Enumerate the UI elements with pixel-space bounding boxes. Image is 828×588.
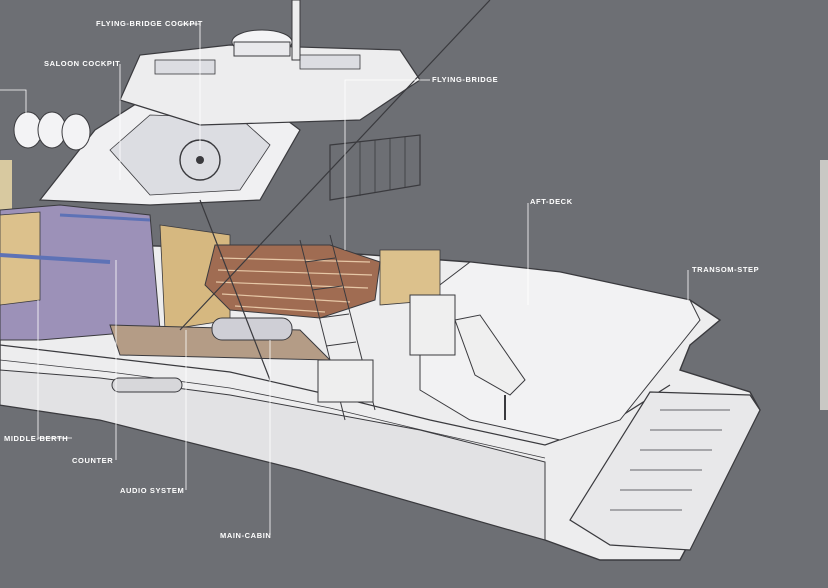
page-edge-right xyxy=(820,160,828,410)
sink xyxy=(211,317,293,341)
transom-step-platform xyxy=(569,391,761,551)
blue-trim-upper xyxy=(59,213,151,222)
support-pole xyxy=(199,199,271,381)
porthole xyxy=(111,377,183,393)
steering-hub xyxy=(196,156,204,164)
blue-trim xyxy=(0,253,111,264)
leader-lines xyxy=(0,23,689,535)
fighting-chair xyxy=(454,314,526,396)
main-cabin-settee xyxy=(204,244,381,319)
label-flying-bridge: FLYING-BRIDGE xyxy=(432,75,499,84)
hatch-1 xyxy=(154,59,216,75)
transom-step-slats xyxy=(610,409,730,511)
label-aft-deck: AFT-DECK xyxy=(530,197,573,206)
step-box xyxy=(317,359,374,403)
rub-rail xyxy=(0,359,546,459)
hatch-2 xyxy=(299,54,361,70)
outrigger-pole xyxy=(179,0,491,331)
wood-panel-left xyxy=(0,211,41,306)
cooler-box xyxy=(409,294,456,356)
settee-pattern xyxy=(215,257,373,313)
radar-base xyxy=(233,41,291,57)
tanks xyxy=(13,111,91,151)
label-flying-bridge-cockpit: FLYING-BRIDGE COCKPIT xyxy=(96,19,203,28)
label-middle-berth: MIDDLE-BERTH xyxy=(4,434,69,443)
windshield xyxy=(109,114,271,196)
label-saloon-cockpit: SALOON COCKPIT xyxy=(44,59,121,68)
flying-bridge-deck xyxy=(119,44,421,126)
aft-deck-floor xyxy=(419,261,701,441)
label-main-cabin: MAIN-CABIN xyxy=(220,531,272,540)
label-transom-step: TRANSOM-STEP xyxy=(692,265,760,274)
label-audio-system: AUDIO SYSTEM xyxy=(120,486,185,495)
mast xyxy=(291,0,301,61)
label-counter: COUNTER xyxy=(72,456,114,465)
